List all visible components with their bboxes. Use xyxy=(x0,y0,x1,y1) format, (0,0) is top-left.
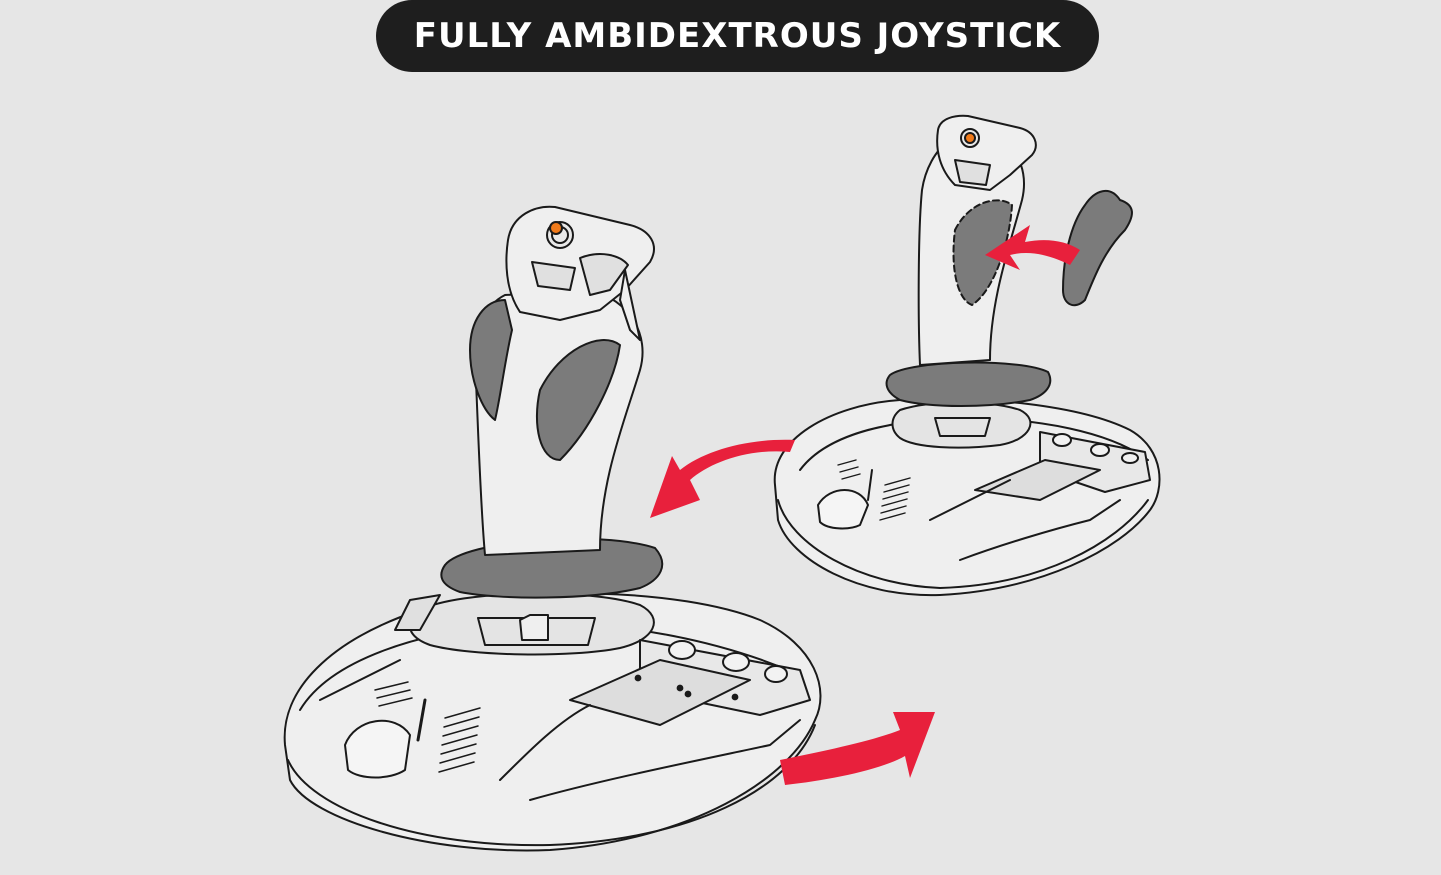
title-text: FULLY AMBIDEXTROUS JOYSTICK xyxy=(413,16,1062,56)
insert-arrow-icon xyxy=(985,225,1080,270)
large-joystick-illustration xyxy=(283,205,822,852)
rotate-arrow-right-icon xyxy=(780,712,935,785)
small-grip-collar xyxy=(885,361,1052,407)
small-joystick-illustration xyxy=(773,114,1161,597)
side-panel-piece xyxy=(1061,190,1133,307)
rotate-arrow-left-icon xyxy=(650,439,795,518)
title-banner: FULLY AMBIDEXTROUS JOYSTICK xyxy=(376,0,1099,72)
